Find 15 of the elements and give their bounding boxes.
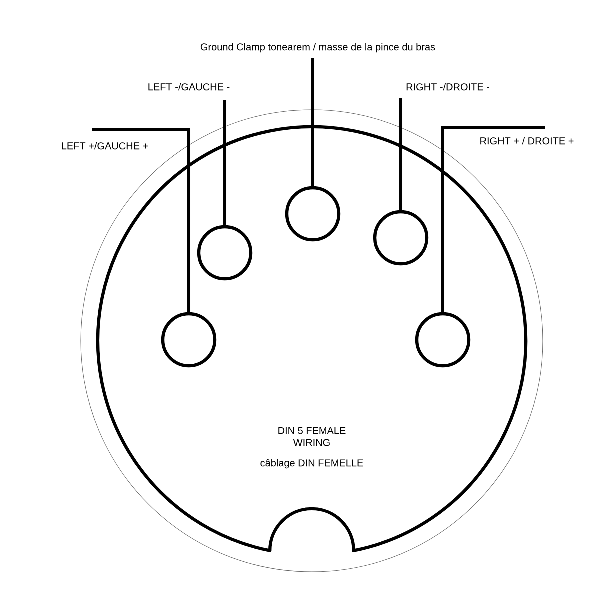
leader-line [442,126,545,312]
leader-line [400,98,402,210]
pin-label: RIGHT -/DROITE - [406,83,490,91]
leader-line [92,128,190,312]
pin-socket [373,210,429,266]
leader-line [224,100,226,226]
pin-socket [161,312,217,368]
pin-socket [285,186,341,242]
pin-label: LEFT +/GAUCHE + [62,142,148,150]
pin-socket [415,312,471,368]
leader-line [312,58,314,186]
pin-label: RIGHT + / DROITE + [480,137,574,145]
pin-label: LEFT -/GAUCHE - [148,83,230,91]
pin-socket [197,225,253,281]
pin-label: Ground Clamp tonearem / masse de la pince du bras [200,43,436,53]
